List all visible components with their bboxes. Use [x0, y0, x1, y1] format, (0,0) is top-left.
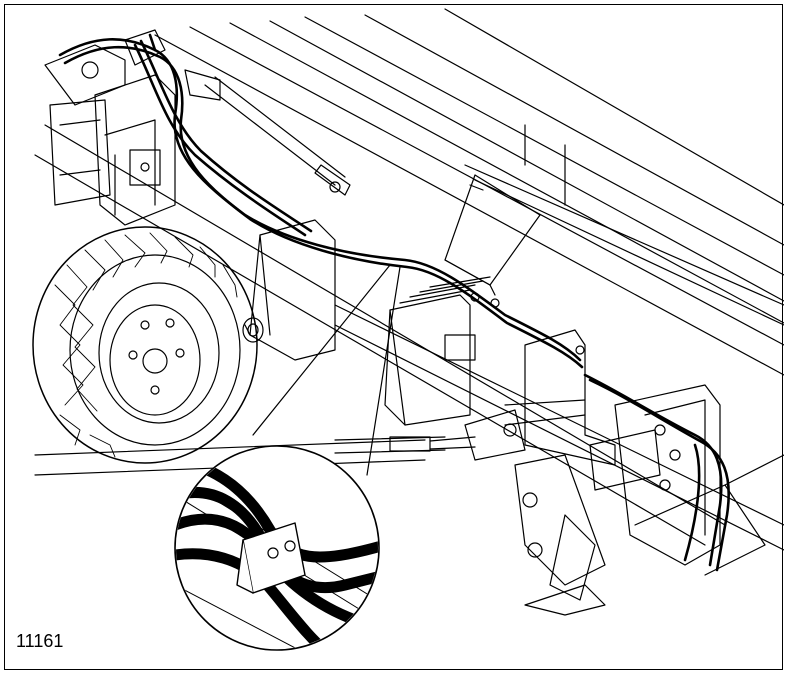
figure-number: 11161 — [16, 631, 64, 651]
hydraulic-cylinder — [205, 77, 350, 195]
harness-routing-illustration — [5, 5, 784, 671]
wheel-assembly — [33, 227, 257, 463]
hinge-bracket — [45, 30, 220, 225]
wire-harness — [60, 35, 729, 570]
shield-panel — [445, 175, 540, 295]
hitch-assembly — [515, 385, 784, 615]
detail-view — [175, 446, 385, 671]
control-box — [243, 220, 335, 360]
illustration-frame: 11161 — [4, 4, 783, 670]
detail-leader-lines — [253, 265, 400, 475]
tie-rod — [335, 437, 475, 453]
frame-rails — [35, 9, 784, 550]
center-arm-bracket — [465, 330, 615, 465]
